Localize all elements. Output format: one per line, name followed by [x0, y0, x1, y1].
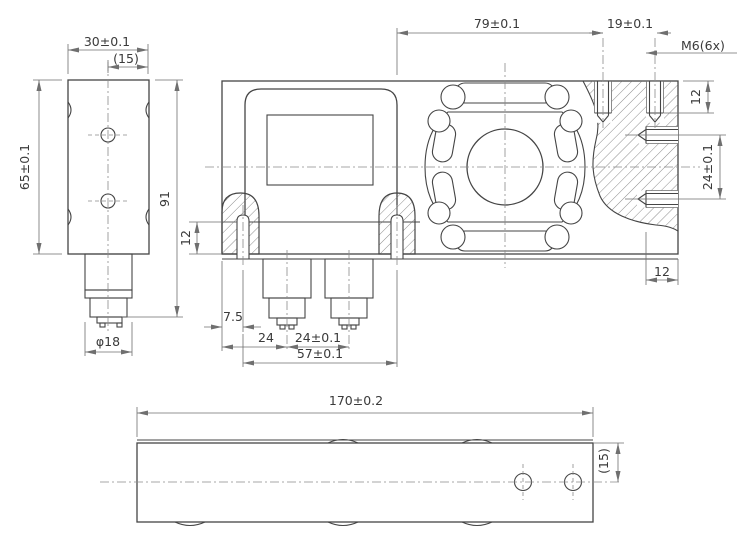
side-dimensions: 30±0.1 (15) 65±0.1 91 φ18	[17, 34, 183, 356]
bottom-view: 170±0.2 (15)	[100, 393, 624, 527]
side-body-outline	[67, 79, 150, 255]
dim-connector-pitch: 24±0.1	[295, 330, 341, 345]
dim-stud-height: 12	[178, 230, 193, 246]
front-centerlines	[205, 38, 700, 351]
dim-length: 170±0.2	[329, 393, 383, 408]
side-view: 30±0.1 (15) 65±0.1 91 φ18	[17, 34, 183, 356]
side-boss-arcs	[67, 101, 150, 226]
front-dimensions: 79±0.1 19±0.1 M6(6x) 12 24±0.1 12 12 7.5…	[178, 16, 737, 367]
dim-thread-callout: M6(6x)	[681, 38, 725, 53]
bottom-dimensions: 170±0.2 (15)	[136, 393, 624, 482]
cover-outline	[244, 88, 398, 223]
left-stud	[236, 214, 250, 260]
dim-overall-height: 91	[157, 191, 172, 207]
boss-bumps	[174, 438, 493, 527]
dim-edge-to-connector: 24	[258, 330, 274, 345]
dim-port-pitch: 24±0.1	[700, 144, 715, 190]
right-stud	[390, 214, 404, 260]
dim-plug-diameter: φ18	[96, 334, 120, 349]
display-window	[266, 114, 374, 186]
front-view: 79±0.1 19±0.1 M6(6x) 12 24±0.1 12 12 7.5…	[178, 16, 737, 367]
dim-bottom-hole-offset: (15)	[596, 448, 611, 474]
dim-height: 65±0.1	[17, 144, 32, 190]
dim-hole-pitch: 19±0.1	[607, 16, 653, 31]
dim-stud-span: 57±0.1	[297, 346, 343, 361]
dim-edge-to-stud: 7.5	[223, 309, 243, 324]
dim-hole-to-edge: 12	[654, 264, 670, 279]
dim-hole-offset: (15)	[113, 51, 139, 66]
bottom-connectors	[262, 258, 374, 330]
dim-stud-to-hole: 79±0.1	[474, 16, 520, 31]
side-connector-plug	[84, 253, 133, 328]
bottom-body-outline	[136, 442, 594, 523]
dim-width: 30±0.1	[84, 34, 130, 49]
dim-thread-depth: 12	[688, 89, 703, 105]
